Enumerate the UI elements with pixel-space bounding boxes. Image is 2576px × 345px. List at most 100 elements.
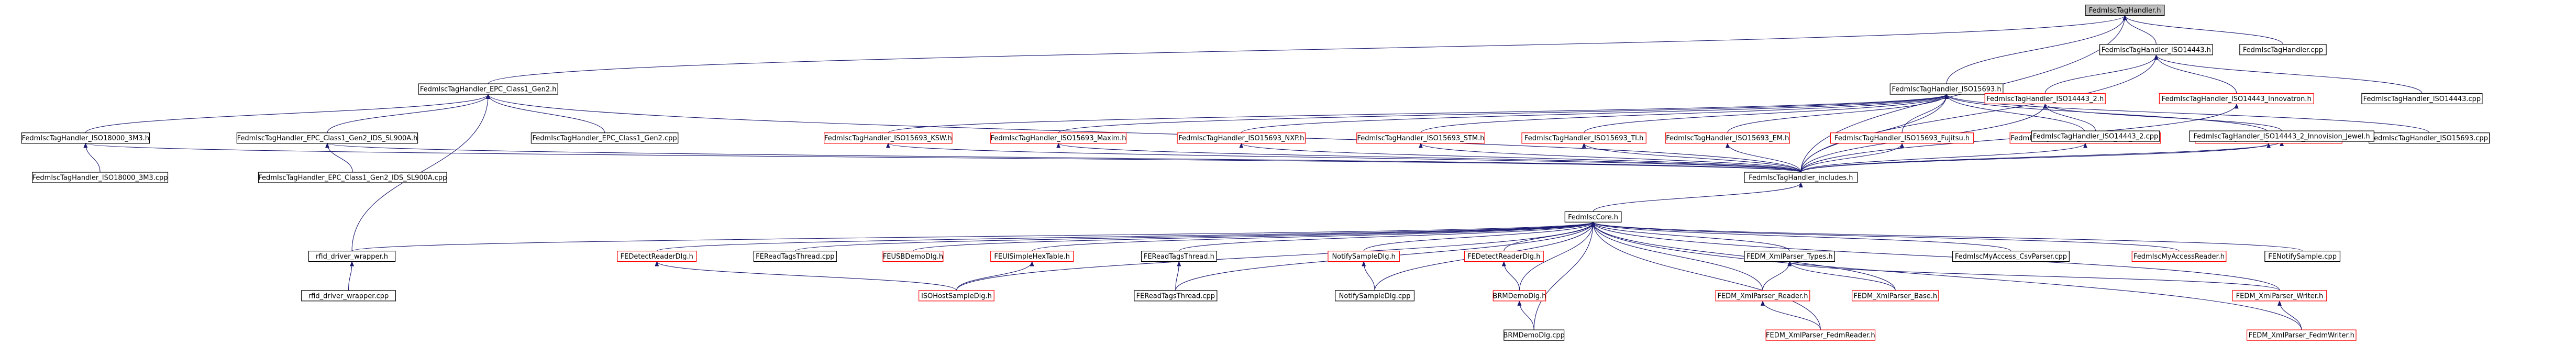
node-brmdemo[interactable]: BRMDemoDlg.h: [1492, 290, 1546, 302]
node-box[interactable]: [21, 132, 150, 144]
node-includes[interactable]: FedmIscTagHandler_includes.h: [1744, 172, 1858, 183]
node-iso14443jewelh[interactable]: FedmIscTagHandler_ISO14443_2_Innovision_…: [2189, 130, 2374, 142]
node-fereadtagh[interactable]: FEReadTagsThread.h: [1141, 250, 1217, 262]
node-epcidsh[interactable]: FedmIscTagHandler_EPC_Class1_Gen2_IDS_SL…: [236, 132, 418, 144]
node-box[interactable]: [1328, 250, 1400, 262]
node-fesimple[interactable]: FEUISimpleHexTable.h: [990, 250, 1074, 262]
node-tih[interactable]: FedmIscTagHandler_ISO15693_TI.h: [1521, 132, 1646, 144]
node-iso14443-2cpp[interactable]: FedmIscTagHandler_ISO14443_2.cpp: [2031, 130, 2160, 142]
node-box[interactable]: [1715, 290, 1810, 302]
node-notifysamplecpp[interactable]: NotifySampleDlg.cpp: [1335, 290, 1415, 302]
node-fedmwriter[interactable]: FEDM_XmlParser_Writer.h: [2232, 290, 2327, 302]
node-box[interactable]: [2159, 93, 2314, 105]
node-box[interactable]: [301, 290, 396, 302]
node-box[interactable]: [1492, 290, 1546, 302]
node-box[interactable]: [919, 290, 994, 302]
node-kswh[interactable]: FedmIscTagHandler_ISO15693_KSW.h: [824, 132, 953, 144]
node-box[interactable]: [990, 132, 1127, 144]
node-fereadtagcpp1[interactable]: FEReadTagsThread.cpp: [753, 250, 837, 262]
node-rfidwrapcpp[interactable]: rfid_driver_wrapper.cpp: [301, 290, 396, 302]
node-myaccess[interactable]: FedmIscMyAccess_CsvParser.cpp: [1952, 250, 2070, 262]
node-box[interactable]: [1134, 290, 1218, 302]
node-box[interactable]: [1744, 172, 1858, 183]
node-box[interactable]: [2189, 130, 2374, 142]
node-box[interactable]: [1665, 132, 1790, 144]
node-fedetect[interactable]: FEDetectReaderDlg.h: [617, 250, 697, 262]
node-box[interactable]: [2239, 44, 2327, 55]
node-myaccessreader[interactable]: FedmIscMyAccessReader.h: [2131, 250, 2227, 262]
node-iso15693cpp[interactable]: FedmIscTagHandler_ISO15693.cpp: [2368, 132, 2490, 144]
node-box[interactable]: [1984, 93, 2106, 105]
node-iso18000cpp[interactable]: FedmIscTagHandler_ISO18000_3M3.cpp: [32, 172, 169, 183]
node-nxph[interactable]: FedmIscTagHandler_ISO15693_NXP.h: [1177, 132, 1306, 144]
node-box[interactable]: [258, 172, 447, 183]
node-stmh[interactable]: FedmIscTagHandler_ISO15693_STM.h: [1356, 132, 1485, 144]
node-box[interactable]: [308, 250, 396, 262]
node-iso18000h[interactable]: FedmIscTagHandler_ISO18000_3M3.h: [21, 132, 150, 144]
node-feusb[interactable]: FEUSBDemoDlg.h: [882, 250, 944, 262]
node-iso14443h[interactable]: FedmIscTagHandler_ISO14443.h: [2099, 44, 2213, 55]
node-fedmreader[interactable]: FEDM_XmlParser_Reader.h: [1715, 290, 1810, 302]
node-box[interactable]: [1765, 329, 1876, 341]
node-box[interactable]: [617, 250, 697, 262]
node-tagcpp[interactable]: FedmIscTagHandler.cpp: [2239, 44, 2327, 55]
node-box[interactable]: [1177, 132, 1306, 144]
node-box[interactable]: [1464, 250, 1544, 262]
node-box[interactable]: [2131, 250, 2227, 262]
node-rfidwrap[interactable]: rfid_driver_wrapper.h: [308, 250, 396, 262]
node-box[interactable]: [824, 132, 953, 144]
node-iso15693h[interactable]: FedmIscTagHandler_ISO15693.h: [1889, 83, 2004, 95]
node-box[interactable]: [418, 83, 558, 95]
node-box[interactable]: [1952, 250, 2070, 262]
node-box[interactable]: [882, 250, 944, 262]
node-fedmtypes[interactable]: FEDM_XmlParser_Types.h: [1744, 250, 1836, 262]
node-box[interactable]: [1356, 132, 1485, 144]
node-isohost[interactable]: ISOHostSampleDlg.h: [919, 290, 994, 302]
node-fenotify[interactable]: FENotifySample.cpp: [2264, 250, 2341, 262]
node-fujih[interactable]: FedmIscTagHandler_ISO15693_Fujitsu.h: [1830, 132, 1974, 144]
node-maxmh[interactable]: FedmIscTagHandler_ISO15693_Maxim.h: [990, 132, 1127, 144]
node-box[interactable]: [1744, 250, 1836, 262]
node-root[interactable]: FedmIscTagHandler.h: [2085, 4, 2165, 16]
node-core[interactable]: FedmIscCore.h: [1564, 211, 1622, 222]
node-notifysample[interactable]: NotifySampleDlg.h: [1328, 250, 1400, 262]
node-box[interactable]: [2085, 4, 2165, 16]
node-fedmfedmwriter[interactable]: FEDM_XmlParser_FedmWriter.h: [2246, 329, 2357, 341]
node-fedmbase[interactable]: FEDM_XmlParser_Base.h: [1852, 290, 1939, 302]
node-box[interactable]: [1141, 250, 1217, 262]
node-box[interactable]: [1503, 329, 1565, 341]
node-box[interactable]: [1889, 83, 2004, 95]
node-box[interactable]: [2246, 329, 2357, 341]
node-box[interactable]: [236, 132, 418, 144]
node-iso14443cpp[interactable]: FedmIscTagHandler_ISO14443.cpp: [2361, 93, 2483, 105]
node-epch[interactable]: FedmIscTagHandler_EPC_Class1_Gen2.h: [418, 83, 558, 95]
node-box[interactable]: [1521, 132, 1646, 144]
node-box[interactable]: [2099, 44, 2213, 55]
node-iso14443innoh[interactable]: FedmIscTagHandler_ISO14443_Innovatron.h: [2159, 93, 2314, 105]
node-label: FedmIscTagHandler_ISO18000_3M3.cpp: [32, 174, 168, 182]
node-box[interactable]: [990, 250, 1074, 262]
node-fedmfedmreader[interactable]: FEDM_XmlParser_FedmReader.h: [1765, 329, 1876, 341]
node-brmdemocpp[interactable]: BRMDemoDlg.cpp: [1503, 329, 1565, 341]
node-box[interactable]: [1830, 132, 1974, 144]
edge-includes-to-nxph: [1239, 142, 1801, 173]
node-iso14443-2h[interactable]: FedmIscTagHandler_ISO14443_2.h: [1984, 93, 2106, 105]
node-box[interactable]: [1852, 290, 1939, 302]
node-epccpp[interactable]: FedmIscTagHandler_EPC_Class1_Gen2.cpp: [530, 132, 679, 144]
node-epcidscpp[interactable]: FedmIscTagHandler_EPC_Class1_Gen2_IDS_SL…: [258, 172, 447, 183]
node-fedetect2[interactable]: FEDetectReaderDlg.h: [1464, 250, 1544, 262]
node-box[interactable]: [1564, 211, 1622, 222]
node-fereadtagcpp2[interactable]: FEReadTagsThread.cpp: [1134, 290, 1218, 302]
node-box[interactable]: [2232, 290, 2327, 302]
node-box[interactable]: [32, 172, 169, 183]
node-box[interactable]: [1335, 290, 1415, 302]
node-box[interactable]: [530, 132, 679, 144]
node-emh[interactable]: FedmIscTagHandler_ISO15693_EM.h: [1665, 132, 1790, 144]
node-box[interactable]: [2264, 250, 2341, 262]
node-box[interactable]: [2361, 93, 2483, 105]
edge-fedmtypes-to-core: [1591, 221, 1790, 251]
node-box[interactable]: [753, 250, 837, 262]
node-label: FedmIscTagHandler_ISO15693_KSW.h: [824, 135, 952, 142]
node-box[interactable]: [2031, 130, 2160, 142]
node-label: FedmIscTagHandler.cpp: [2243, 46, 2323, 54]
